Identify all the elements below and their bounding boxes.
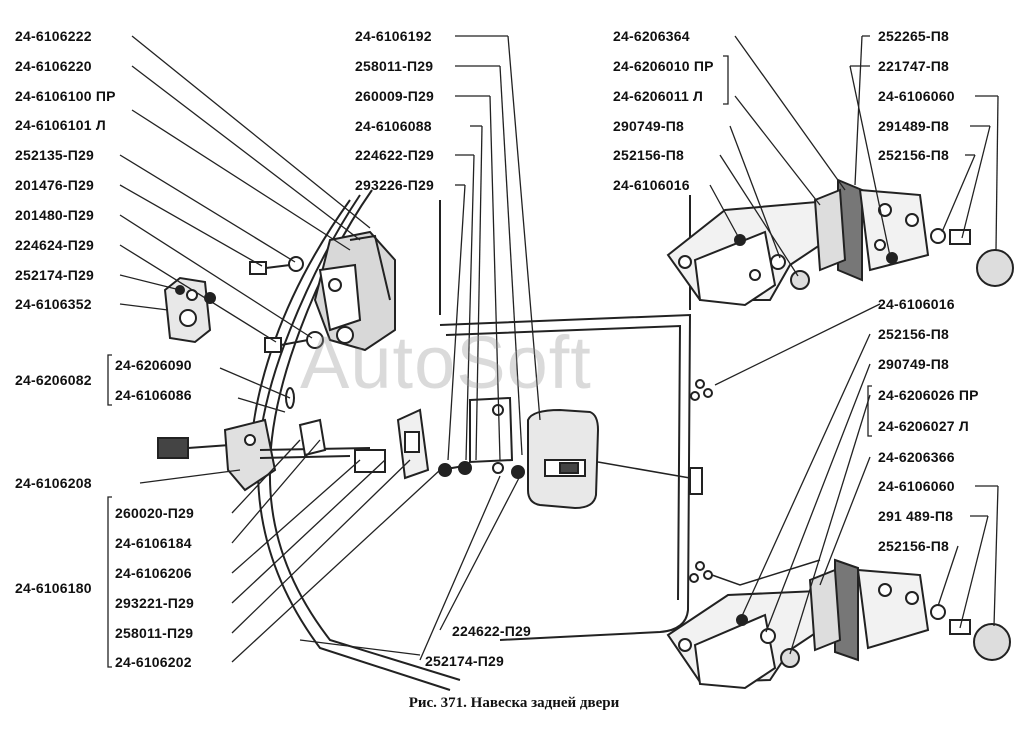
label-252156-bottom: 252156-П8 — [878, 538, 950, 554]
label-24-6106100: 24-6106100 ПР — [15, 88, 116, 104]
label-24-6206011: 24-6206011 Л — [613, 88, 704, 104]
label-24-6106060-bottom: 24-6106060 — [878, 478, 955, 494]
label-24-6206026: 24-6206026 ПР — [878, 387, 979, 403]
label-252156-left-top: 252156-П8 — [613, 147, 685, 163]
label-221747: 221747-П8 — [878, 58, 950, 74]
label-24-6106206: 24-6106206 — [115, 565, 192, 581]
label-24-6206082: 24-6206082 — [15, 372, 92, 388]
label-260020: 260020-П29 — [115, 505, 195, 521]
figure-caption: Рис. 371. Навеска задней двери — [408, 695, 620, 711]
label-252174-bottom: 252174-П29 — [425, 653, 505, 669]
label-24-6106088: 24-6106088 — [355, 118, 432, 134]
label-24-6106180: 24-6106180 — [15, 580, 92, 596]
label-24-6206366: 24-6206366 — [878, 449, 955, 465]
label-293221: 293221-П29 — [115, 595, 195, 611]
label-252156-right-top: 252156-П8 — [878, 147, 950, 163]
label-24-6106101: 24-6106101 Л — [15, 117, 106, 133]
label-291489-bottom: 291 489-П8 — [878, 508, 954, 524]
label-24-6106086: 24-6106086 — [115, 387, 192, 403]
label-24-6106016-top: 24-6106016 — [613, 177, 690, 193]
label-290749-top: 290749-П8 — [613, 118, 685, 134]
label-24-6106220: 24-6106220 — [15, 58, 92, 74]
label-290749-mid: 290749-П8 — [878, 356, 950, 372]
label-252156-mid: 252156-П8 — [878, 326, 950, 342]
upper-hinge — [666, 178, 1014, 307]
label-24-6206090: 24-6206090 — [115, 357, 192, 373]
label-24-6106352: 24-6106352 — [15, 296, 92, 312]
watermark: AutoSoft — [300, 321, 592, 404]
label-260009: 260009-П29 — [355, 88, 435, 104]
label-258011-top: 258011-П29 — [355, 58, 434, 74]
label-24-6106184: 24-6106184 — [115, 535, 192, 551]
label-201476: 201476-П29 — [15, 177, 95, 193]
label-293226: 293226-П29 — [355, 177, 435, 193]
label-224622-top: 224622-П29 — [355, 147, 435, 163]
label-224622-bottom: 224622-П29 — [452, 623, 532, 639]
label-252265: 252265-П8 — [878, 28, 950, 44]
label-291489-top: 291489-П8 — [878, 118, 950, 134]
label-24-6106192: 24-6106192 — [355, 28, 432, 44]
label-24-6206364: 24-6206364 — [613, 28, 690, 44]
label-201480: 201480-П29 — [15, 207, 95, 223]
label-24-6106208: 24-6106208 — [15, 475, 92, 491]
label-252174: 252174-П29 — [15, 267, 95, 283]
label-258011: 258011-П29 — [115, 625, 194, 641]
label-252135: 252135-П29 — [15, 147, 95, 163]
label-224624: 224624-П29 — [15, 237, 95, 253]
inner-handle — [438, 396, 525, 479]
lock-assembly — [313, 230, 396, 352]
label-24-6106202: 24-6106202 — [115, 654, 192, 670]
lower-hinge — [666, 379, 1011, 690]
label-24-6206027: 24-6206027 Л — [878, 418, 969, 434]
outer-handle — [527, 408, 703, 510]
leader-lines — [107, 35, 999, 668]
label-24-6106016-mid: 24-6106016 — [878, 296, 955, 312]
label-24-6106060-top: 24-6106060 — [878, 88, 955, 104]
label-24-6206010: 24-6206010 ПР — [613, 58, 714, 74]
rod-mechanism — [157, 408, 430, 492]
label-24-6106222: 24-6106222 — [15, 28, 92, 44]
